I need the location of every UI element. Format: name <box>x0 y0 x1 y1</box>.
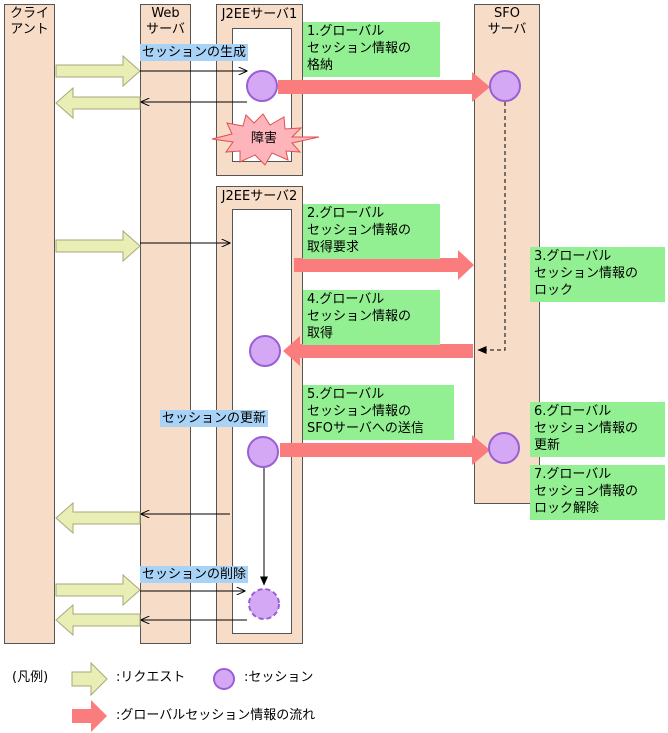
response-arrow-1 <box>55 86 141 120</box>
step-6-note: 6.グローバル セッション情報の 更新 <box>530 402 665 457</box>
flow-arrow-send <box>280 435 490 465</box>
client-lane-title: クライ アント <box>9 6 49 37</box>
legend-request-arrow-icon <box>71 661 108 697</box>
legend-flow-arrow-icon <box>72 700 107 732</box>
session-circle-sfo-2 <box>488 432 520 464</box>
legend-request-label: :リクエスト <box>116 670 186 685</box>
step-5-note: 5.グローバル セッション情報の SFOサーバへの送信 <box>303 385 454 440</box>
flow-arrow-store <box>278 72 490 102</box>
request-arrow-2 <box>55 229 141 263</box>
j2ee-server1-title: J2EEサーバ1 <box>221 7 298 22</box>
session-circle-acquired <box>249 335 281 367</box>
flow-arrow-request <box>294 250 474 280</box>
legend-title: (凡例) <box>12 670 49 685</box>
request-arrow-3 <box>55 573 141 607</box>
legend-session-icon <box>213 668 235 690</box>
session-circle-sfo-1 <box>489 70 521 102</box>
session-circle-updated <box>247 436 279 468</box>
client-lane <box>4 4 55 644</box>
sfo-lock-dashed-line <box>477 102 506 354</box>
flow-arrow-acquire <box>283 336 473 366</box>
session-create-label: セッションの生成 <box>140 44 249 61</box>
request-arrow-1 <box>55 54 141 88</box>
j2ee-server2-title: J2EEサーバ2 <box>221 189 298 204</box>
step-3-note: 3.グローバル セッション情報の ロック <box>530 247 665 302</box>
sfo-server-lane-title: SFO サーバ <box>487 6 527 37</box>
legend-session-label: :セッション <box>244 670 314 685</box>
response-arrow-3 <box>55 603 141 637</box>
web-server-lane-title: Web サーバ <box>146 6 185 37</box>
failure-label: 障害 <box>251 131 278 146</box>
session-delete-label: セッションの削除 <box>140 566 249 583</box>
web-server-lane <box>140 4 191 644</box>
session-update-label: セッションの更新 <box>160 410 269 427</box>
step-2-note: 2.グローバル セッション情報の 取得要求 <box>303 204 440 259</box>
failure-starburst <box>211 113 320 166</box>
step-4-note: 4.グローバル セッション情報の 取得 <box>303 290 440 345</box>
session-circle-deleted <box>248 588 280 620</box>
step-7-note: 7.グローバル セッション情報の ロック解除 <box>530 465 665 520</box>
session-circle-j2ee1 <box>246 70 278 102</box>
step-1-note: 1.グローバル セッション情報の 格納 <box>303 22 440 77</box>
legend-flow-label: :グローバルセッション情報の流れ <box>116 708 316 723</box>
response-arrow-2 <box>55 501 141 535</box>
